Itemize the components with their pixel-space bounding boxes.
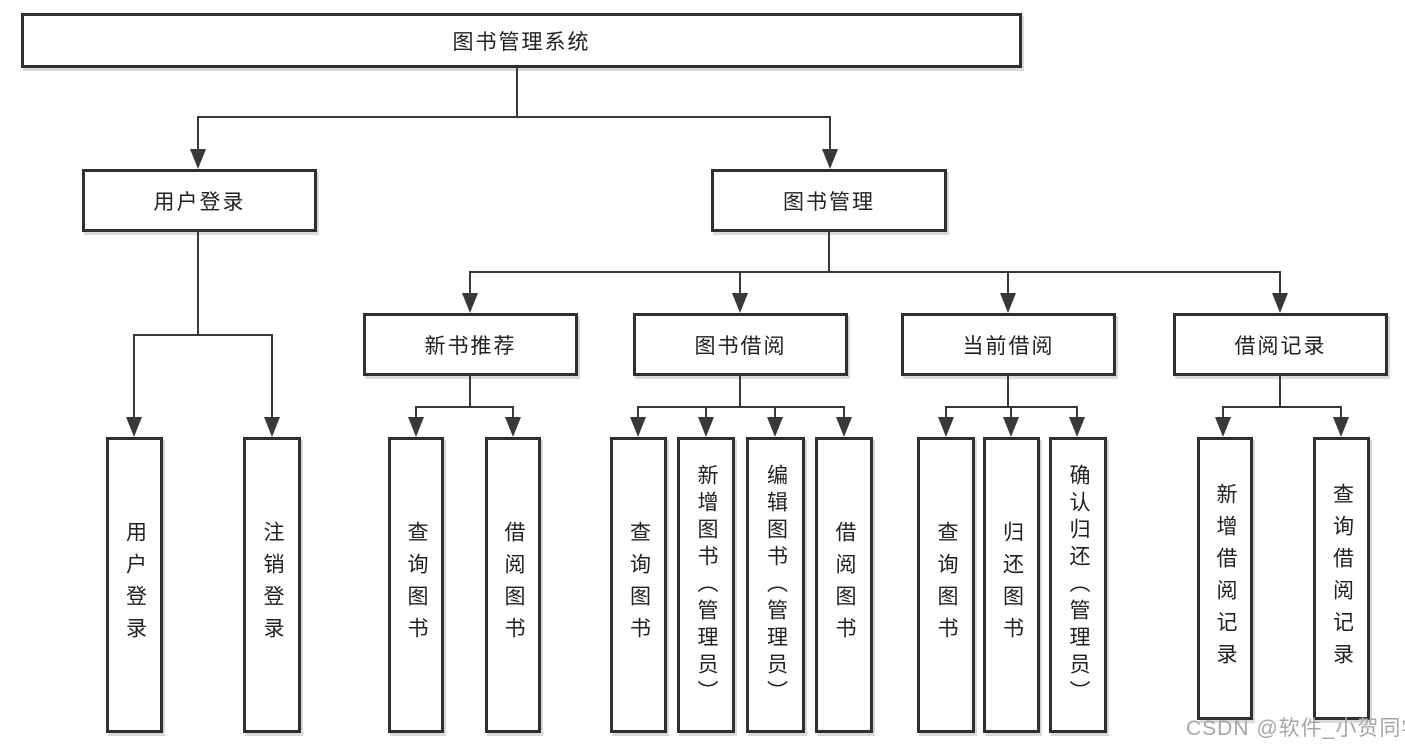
- connector-line: [774, 406, 776, 419]
- node-current-borrowing-label: 当前借阅: [962, 334, 1055, 358]
- arrowhead-icon: [732, 293, 748, 313]
- arrowhead-icon: [1003, 417, 1019, 437]
- connector-line: [470, 271, 1281, 273]
- node-book-management-label: 图书管理: [783, 190, 875, 214]
- connector-line: [739, 376, 741, 407]
- arrowhead-icon: [822, 149, 838, 169]
- leaf-query-books-3-label: 查询图书: [935, 521, 958, 649]
- connector-line: [1010, 406, 1012, 419]
- arrowhead-icon: [1215, 417, 1231, 437]
- arrowhead-icon: [505, 417, 521, 437]
- leaf-add-book-admin: 新增图书（管理员）: [677, 437, 735, 733]
- connector-line: [637, 406, 639, 419]
- leaf-confirm-return-admin-label: 确认归还（管理员）: [1067, 463, 1090, 707]
- connector-line: [469, 271, 471, 295]
- leaf-borrow-books-2: 借阅图书: [815, 437, 873, 733]
- connector-line: [638, 406, 845, 408]
- node-root: 图书管理系统: [21, 13, 1022, 68]
- leaf-query-books-3: 查询图书: [917, 437, 975, 733]
- connector-line: [416, 406, 514, 408]
- connector-line: [1222, 406, 1224, 419]
- arrowhead-icon: [1069, 417, 1085, 437]
- connector-line: [1279, 376, 1281, 407]
- leaf-add-borrow-record-label: 新增借阅记录: [1214, 482, 1237, 675]
- leaf-query-borrow-record: 查询借阅记录: [1313, 437, 1370, 720]
- connector-line: [705, 406, 707, 419]
- node-book-management: 图书管理: [711, 169, 947, 232]
- leaf-logout-label: 注销登录: [261, 521, 284, 649]
- connector-line: [1007, 376, 1009, 407]
- arrowhead-icon: [767, 417, 783, 437]
- leaf-logout: 注销登录: [243, 437, 301, 733]
- leaf-user-login: 用户登录: [106, 437, 163, 733]
- node-current-borrowing: 当前借阅: [901, 313, 1116, 376]
- leaf-return-books: 归还图书: [983, 437, 1040, 733]
- connector-line: [516, 68, 518, 117]
- node-borrowing-records: 借阅记录: [1173, 313, 1388, 376]
- arrowhead-icon: [264, 417, 280, 437]
- connector-line: [843, 406, 845, 419]
- leaf-confirm-return-admin: 确认归还（管理员）: [1049, 437, 1107, 733]
- leaf-add-borrow-record: 新增借阅记录: [1197, 437, 1253, 720]
- leaf-borrow-books-1-label: 借阅图书: [502, 521, 525, 649]
- connector-line: [134, 334, 273, 336]
- connector-line: [415, 406, 417, 419]
- leaf-query-books-2-label: 查询图书: [627, 521, 651, 649]
- leaf-query-borrow-record-label: 查询借阅记录: [1330, 482, 1354, 675]
- node-borrowing-records-label: 借阅记录: [1234, 334, 1327, 358]
- connector-line: [197, 116, 199, 152]
- arrowhead-icon: [630, 417, 646, 437]
- connector-line: [197, 116, 831, 118]
- leaf-query-books-1-label: 查询图书: [405, 521, 428, 649]
- connector-line: [133, 334, 135, 419]
- leaf-query-books-2: 查询图书: [610, 437, 667, 733]
- connector-line: [512, 406, 514, 419]
- node-book-borrowing-label: 图书借阅: [694, 334, 787, 358]
- leaf-edit-book-admin-label: 编辑图书（管理员）: [764, 463, 788, 707]
- leaf-return-books-label: 归还图书: [1000, 521, 1024, 649]
- leaf-user-login-label: 用户登录: [123, 521, 147, 649]
- leaf-add-book-admin-label: 新增图书（管理员）: [695, 463, 718, 707]
- connector-line: [945, 406, 947, 419]
- leaf-query-books-1: 查询图书: [388, 437, 444, 733]
- leaf-borrow-books-1: 借阅图书: [485, 437, 541, 733]
- arrowhead-icon: [190, 149, 206, 169]
- arrowhead-icon: [938, 417, 954, 437]
- arrowhead-icon: [408, 417, 424, 437]
- connector-line: [1223, 406, 1342, 408]
- connector-line: [1340, 406, 1342, 419]
- connector-line: [828, 232, 830, 272]
- arrowhead-icon: [462, 293, 478, 313]
- node-new-book-recommend: 新书推荐: [363, 313, 578, 376]
- node-new-book-recommend-label: 新书推荐: [424, 334, 517, 358]
- connector-line: [1279, 271, 1281, 295]
- connector-line: [271, 334, 273, 419]
- connector-line: [469, 376, 471, 407]
- arrowhead-icon: [836, 417, 852, 437]
- arrowhead-icon: [1000, 293, 1016, 313]
- connector-line: [946, 406, 1078, 408]
- connector-line: [1076, 406, 1078, 419]
- csdn-watermark: CSDN @软件_小贺同学: [1186, 717, 1405, 740]
- connector-line: [829, 116, 831, 152]
- arrowhead-icon: [1272, 293, 1288, 313]
- node-root-label: 图书管理系统: [452, 30, 591, 54]
- leaf-borrow-books-2-label: 借阅图书: [833, 521, 856, 649]
- arrowhead-icon: [698, 417, 714, 437]
- node-user-login-label: 用户登录: [153, 190, 246, 214]
- connector-line: [739, 271, 741, 295]
- connector-line: [1007, 271, 1009, 295]
- connector-line: [197, 232, 199, 335]
- arrowhead-icon: [126, 417, 142, 437]
- arrowhead-icon: [1333, 417, 1349, 437]
- leaf-edit-book-admin: 编辑图书（管理员）: [746, 437, 805, 733]
- node-user-login: 用户登录: [82, 169, 317, 232]
- node-book-borrowing: 图书借阅: [633, 313, 848, 376]
